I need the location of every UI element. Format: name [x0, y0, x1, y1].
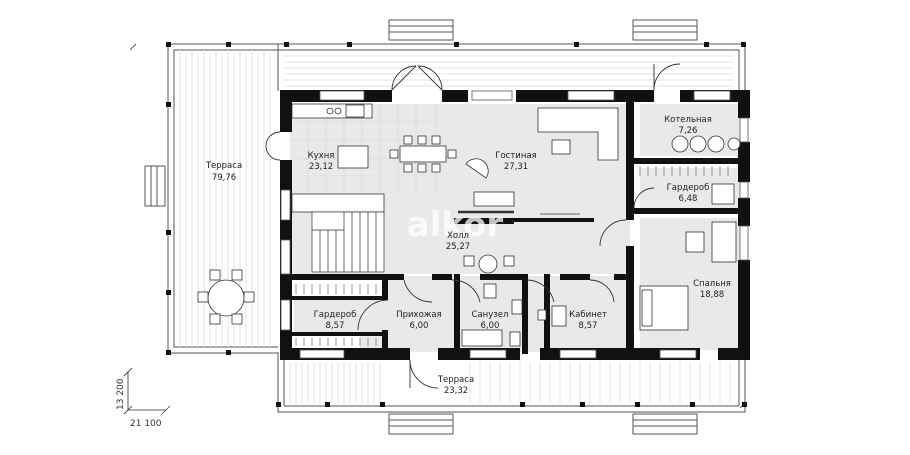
bedroom-furniture	[639, 183, 737, 331]
room-area-wardrobe-1: 6,48	[679, 194, 698, 204]
room-name-wardrobe-1: Гардероб	[667, 183, 710, 193]
dimension-height: 13 200	[116, 378, 126, 410]
room-name-bathroom: Санузел	[472, 310, 509, 320]
doors	[265, 63, 681, 389]
living-furniture	[458, 107, 619, 274]
windows	[280, 90, 749, 359]
boiler-room-items	[671, 135, 741, 153]
room-name-boiler: Котельная	[664, 115, 712, 125]
room-area-boiler: 7,26	[679, 126, 698, 136]
room-name-bedroom: Спальня	[693, 279, 731, 289]
room-area-kitchen: 23,12	[309, 162, 333, 172]
room-area-living: 27,31	[504, 162, 528, 172]
room-area-wardrobe-2: 8,57	[326, 321, 345, 331]
room-name-living: Гостиная	[495, 151, 536, 161]
room-area-terrace: 79,76	[212, 173, 236, 183]
wardrobe-hatching	[295, 166, 729, 346]
room-name-terrace: Терраса	[205, 161, 242, 171]
room-name-kitchen: Кухня	[308, 151, 335, 161]
room-name-hall: Холл	[447, 231, 469, 241]
kitchen-furniture	[291, 103, 457, 213]
watermark: alkor	[407, 205, 504, 245]
terrace-posts	[166, 42, 747, 407]
stairs	[311, 211, 385, 273]
dimension-lines	[123, 43, 747, 415]
room-name-hallway: Прихожая	[396, 310, 442, 320]
room-area-hallway: 6,00	[410, 321, 429, 331]
bathroom-fixtures	[461, 283, 567, 347]
room-area-bathroom: 6,00	[481, 321, 500, 331]
terrace-table	[197, 269, 255, 325]
room-name-front-terrace: Терраса	[437, 375, 474, 385]
room-area-hall: 25,27	[446, 242, 470, 252]
steps	[144, 19, 698, 435]
room-area-bedroom: 18,88	[700, 290, 724, 300]
room-area-front-terrace: 23,32	[444, 386, 468, 396]
dimension-width: 21 100	[130, 419, 162, 429]
room-labels: Терраса 79,76 Кухня 23,12 Гостиная 27,31…	[205, 115, 731, 396]
room-name-office: Кабинет	[569, 310, 607, 320]
room-name-wardrobe-2: Гардероб	[314, 310, 357, 320]
room-area-office: 8,57	[579, 321, 598, 331]
